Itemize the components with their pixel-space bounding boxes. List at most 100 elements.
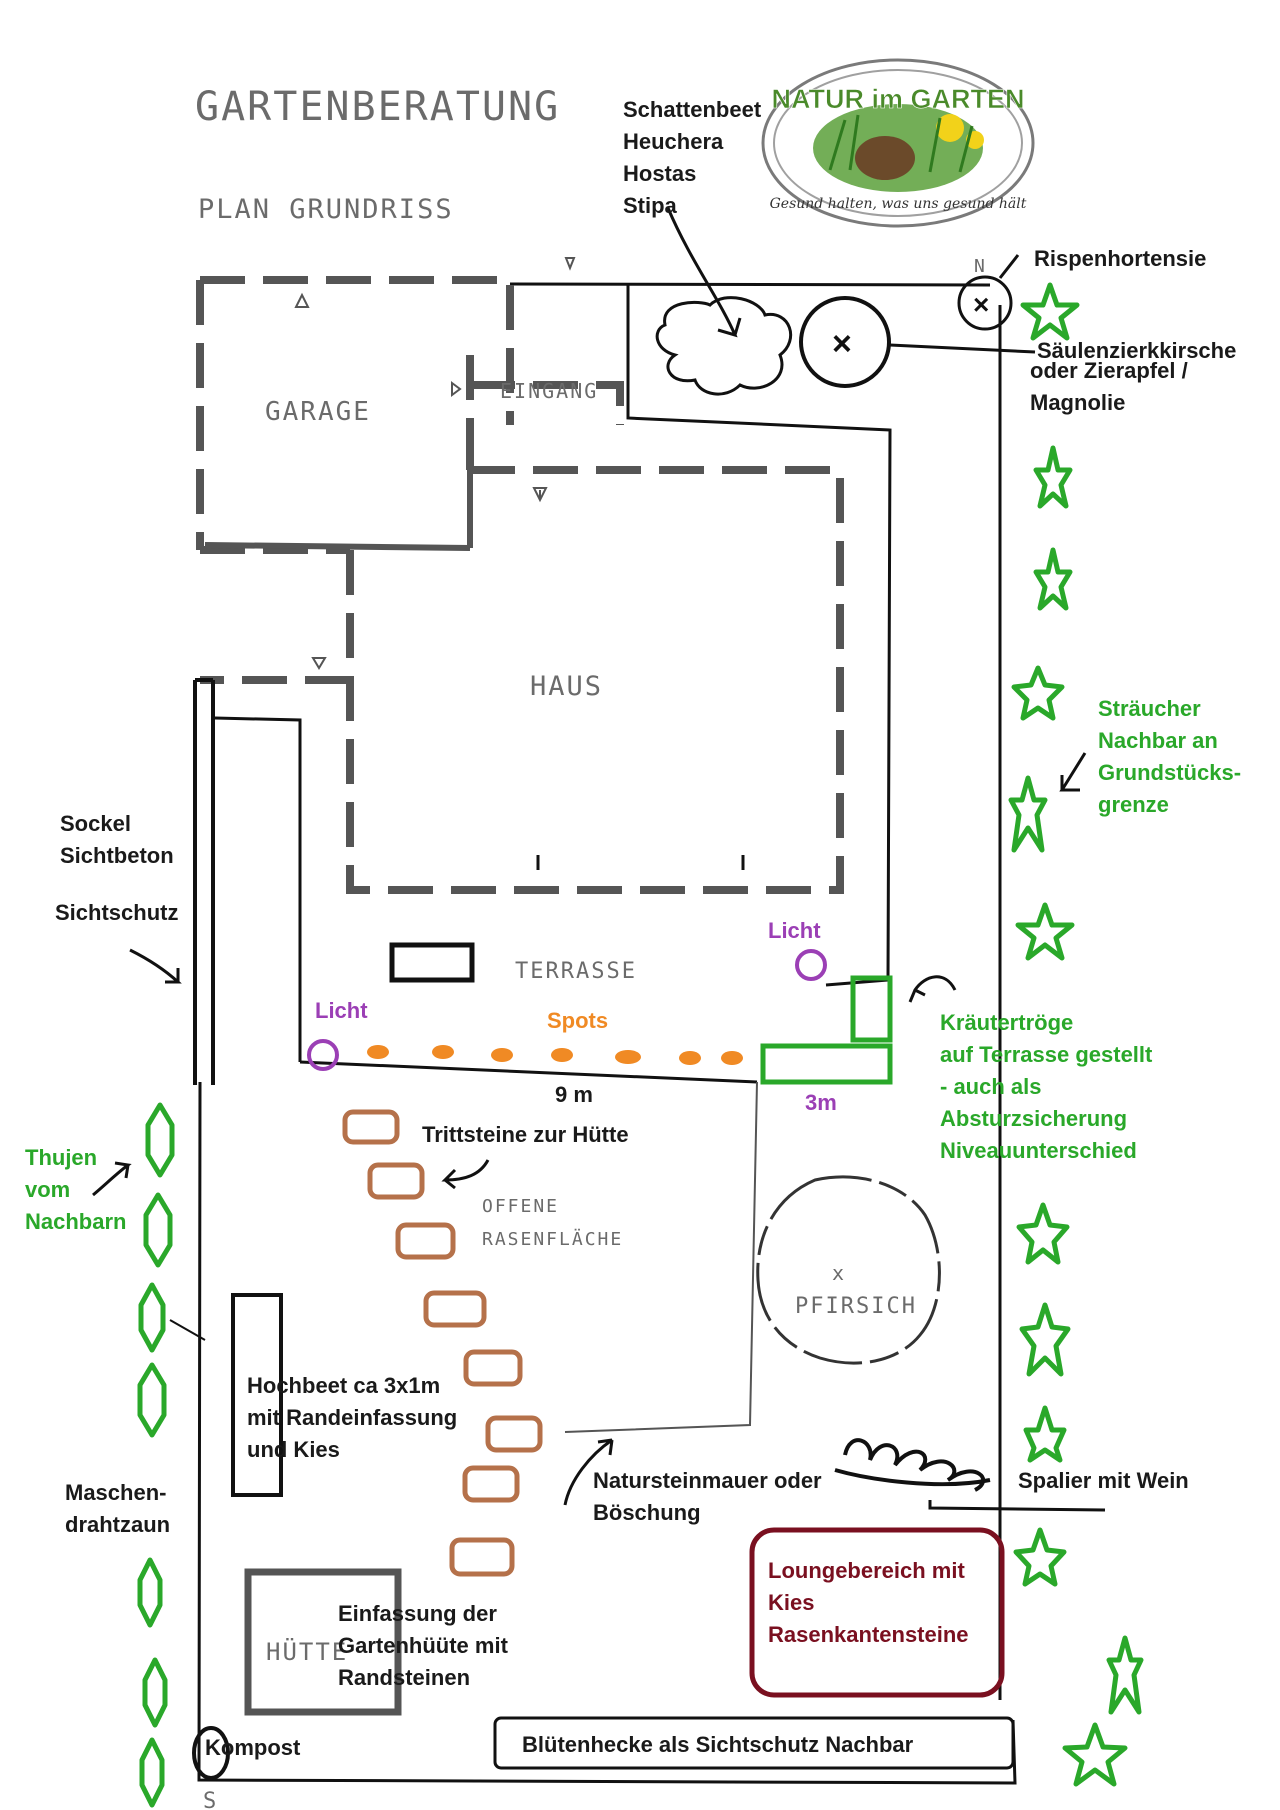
svg-text:Natursteinmauer oder: Natursteinmauer oder [593,1468,822,1493]
svg-text:mit Randeinfassung: mit Randeinfassung [247,1405,457,1430]
bluetenhecke-label: Blütenhecke als Sichtschutz Nachbar [522,1732,914,1757]
terrace-outline [214,285,892,1084]
svg-text:- auch als: - auch als [940,1074,1041,1099]
natur-im-garten-logo: NATUR im GARTEN Gesund halten, was uns g… [761,58,1035,228]
thujen-pointer [92,1161,132,1197]
building-walls-solid [204,425,473,551]
svg-text:Stipa: Stipa [623,193,678,218]
svg-text:oder Zierapfel /: oder Zierapfel / [1030,358,1188,383]
svg-text:und Kies: und Kies [247,1437,340,1462]
svg-text:Thujen: Thujen [25,1145,97,1170]
svg-text:auf Terrasse gestellt: auf Terrasse gestellt [940,1042,1153,1067]
room-haus: HAUS [530,671,603,702]
saeulenzierkirsche-label: Säulenzierkkirsche oder Zierapfel / Magn… [1030,338,1236,415]
ornamental-cherry-mark: × [832,325,852,363]
light-right [795,949,827,981]
privacy-screen-wall [193,678,215,1085]
ornamental-cherry-tree [799,296,891,388]
lounge-area [749,1527,1005,1698]
rispenhortensie-label: Rispenhortensie [1034,246,1206,271]
natursteinmauer-label: Natursteinmauer oder Böschung [593,1468,822,1525]
fence-gap-mark [169,1319,206,1341]
svg-text:Absturzsicherung: Absturzsicherung [940,1106,1127,1131]
trittsteine-label: Trittsteine zur Hütte [422,1122,629,1147]
svg-text:Kies: Kies [768,1590,814,1615]
raised-bed [231,1293,283,1497]
flowering-hedge [493,1716,1015,1770]
garden-spots [367,1045,743,1065]
svg-text:Hostas: Hostas [623,161,696,186]
svg-text:Nachbarn: Nachbarn [25,1209,126,1234]
lawn-label-2: RASENFLÄCHE [482,1229,623,1250]
schattenbeet-label: Schattenbeet Heuchera Hostas Stipa [623,97,762,218]
natursteinmauer-pointer [563,1438,614,1506]
peach-tree-mark: x [832,1261,846,1285]
width-9m-label: 9 m [555,1082,593,1107]
sichtschutz-label: Sichtschutz [55,900,178,925]
room-terrasse: TERRASSE [515,959,637,984]
logo-slogan: Gesund halten, was uns gesund hält [770,196,1027,212]
svg-text:Rasenkantensteine: Rasenkantensteine [768,1622,969,1647]
page-title: GARTENBERATUNG [195,84,560,130]
einfassung-label: Einfassung der Gartenhüüte mit Randstein… [338,1601,509,1690]
licht-left-label: Licht [315,998,368,1023]
thujen-label: Thujen vom Nachbarn [25,1145,126,1234]
thuja-hedge [137,1102,175,1808]
room-eingang: EINGANG [500,379,598,403]
compost-bin [192,1726,230,1780]
terrace-bench [389,942,475,983]
svg-text:Böschung: Böschung [593,1500,701,1525]
peach-tree [756,1175,941,1365]
hochbeet-label: Hochbeet ca 3x1m mit Randeinfassung und … [247,1373,457,1462]
hydrangea-shrub [957,275,1013,331]
width-3m-label: 3m [805,1090,837,1115]
page-subtitle: PLAN GRUNDRISS [198,194,454,225]
straeucher-pointer [1059,752,1087,792]
sichtschutz-pointer [129,948,182,984]
compass-south: S [203,1789,218,1810]
herb-troughs [760,975,893,1085]
svg-text:Säulenzierkkirsche: Säulenzierkkirsche [1037,338,1236,363]
vine-trellis-base [928,1500,1106,1512]
maschendraht-label: Maschen- drahtzaun [65,1480,170,1537]
light-left [307,1039,339,1071]
licht-right-label: Licht [768,918,821,943]
room-garage: GARAGE [265,397,371,427]
svg-text:Sträucher: Sträucher [1098,696,1201,721]
svg-text:Gartenhüüte mit: Gartenhüüte mit [338,1633,509,1658]
hydrangea-pointer [998,254,1020,279]
svg-text:Hochbeet ca 3x1m: Hochbeet ca 3x1m [247,1373,440,1398]
straeucher-label: Sträucher Nachbar an Grundstücks- grenze [1098,696,1241,817]
natural-stone-wall [564,1081,758,1433]
room-huette: HÜTTE [266,1637,348,1666]
spalier-label: Spalier mit Wein [1018,1468,1189,1493]
spots-label: Spots [547,1008,608,1033]
svg-text:Magnolie: Magnolie [1030,390,1125,415]
svg-text:Nachbar an: Nachbar an [1098,728,1218,753]
kraeuter-label: Kräutertröge auf Terrasse gestellt - auc… [940,1010,1153,1163]
svg-text:Einfassung der: Einfassung der [338,1601,497,1626]
vine-trellis [834,1438,991,1492]
trittsteine-pointer [441,1159,490,1190]
svg-text:Maschen-: Maschen- [65,1480,166,1505]
svg-text:Schattenbeet: Schattenbeet [623,97,762,122]
svg-text:drahtzaun: drahtzaun [65,1512,170,1537]
svg-text:Sockel: Sockel [60,811,131,836]
lounge-label: Loungebereich mit Kies Rasenkantensteine [768,1558,969,1647]
stepping-stones [342,1109,543,1577]
peach-tree-label: PFIRSICH [795,1294,917,1319]
svg-text:Loungebereich mit: Loungebereich mit [768,1558,965,1583]
svg-text:grenze: grenze [1098,792,1169,817]
svg-text:Randsteinen: Randsteinen [338,1665,470,1690]
compass-north: N [974,256,987,277]
door-markers [294,257,745,870]
hydrangea-mark: × [973,289,989,320]
shadow-bed-shrub [655,296,793,396]
logo-name: NATUR im GARTEN [772,84,1025,114]
cherry-pointer [889,343,1036,354]
kompost-label: Kompost [205,1735,301,1760]
shadow-bed-pointer [666,207,742,338]
svg-text:Niveauunterschied: Niveauunterschied [940,1138,1137,1163]
svg-text:Sichtbeton: Sichtbeton [60,843,174,868]
